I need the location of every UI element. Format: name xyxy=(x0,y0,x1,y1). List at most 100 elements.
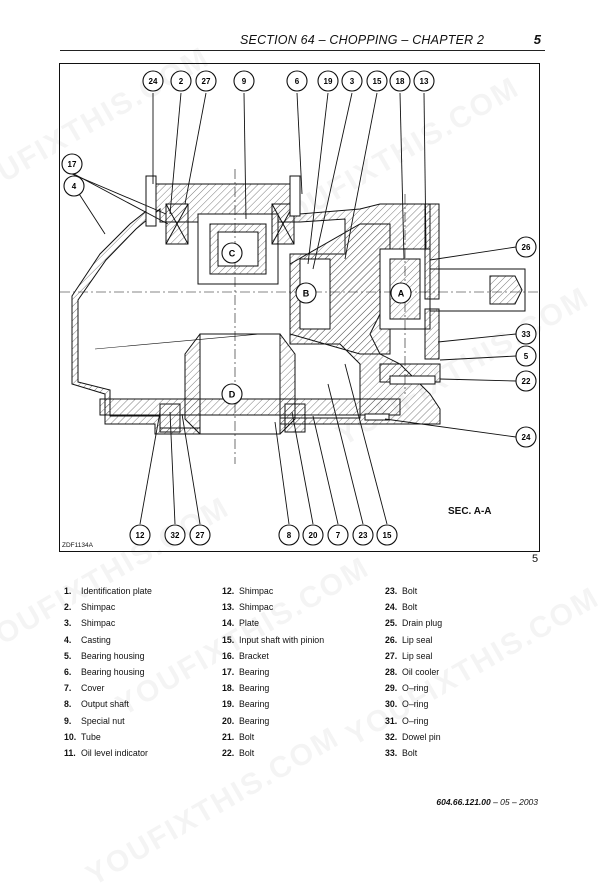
legend-item: 11.Oil level indicator xyxy=(64,747,148,758)
legend-column: 1.Identification plate 2.Shimpac 3.Shimp… xyxy=(64,586,152,764)
legend-item: 6.Bearing housing xyxy=(64,666,145,677)
callout: 26 xyxy=(515,236,537,258)
legend-item: 15.Input shaft with pinion xyxy=(222,634,325,645)
page-header: SECTION 64 – CHOPPING – CHAPTER 2 5 xyxy=(60,32,545,53)
callout: 18 xyxy=(389,70,411,92)
figure-code: ZDF1134A xyxy=(62,542,93,549)
legend-item: 5.Bearing housing xyxy=(64,650,145,661)
leader-lines xyxy=(71,92,517,525)
svg-text:4: 4 xyxy=(72,182,77,191)
callout: 6 xyxy=(286,70,308,92)
svg-text:17: 17 xyxy=(68,160,77,169)
legend-item: 10.Tube xyxy=(64,731,101,742)
callout: 20 xyxy=(302,524,324,546)
callout: 5 xyxy=(515,345,537,367)
svg-text:27: 27 xyxy=(202,77,211,86)
watermark: YOUFIXTHIS.COM xyxy=(341,581,600,754)
callout: 17 xyxy=(61,153,83,175)
legend-item: 17.Bearing xyxy=(222,666,270,677)
callout: 24 xyxy=(142,70,164,92)
callout: 9 xyxy=(233,70,255,92)
legend-item: 12.Shimpac xyxy=(222,586,274,596)
svg-text:12: 12 xyxy=(136,531,145,540)
svg-text:5: 5 xyxy=(524,352,529,361)
legend-item: 9.Special nut xyxy=(64,715,125,726)
callout: 2 xyxy=(170,70,192,92)
legend-item: 14.Plate xyxy=(222,618,260,629)
legend-item: 29.O–ring xyxy=(385,683,429,694)
callout: 12 xyxy=(129,524,151,546)
document-code: 604.66.121.00 xyxy=(436,797,491,807)
svg-text:15: 15 xyxy=(373,77,382,86)
legend-item: 2.Shimpac xyxy=(64,602,116,613)
legend-item: 24.Bolt xyxy=(385,602,418,613)
legend-item: 4.Casting xyxy=(64,634,111,645)
callout: 15 xyxy=(376,524,398,546)
callout: 7 xyxy=(327,524,349,546)
gearbox-drawing: C B A D xyxy=(60,70,539,546)
callout: 27 xyxy=(189,524,211,546)
legend-item: 22.Bolt xyxy=(222,747,255,758)
svg-text:8: 8 xyxy=(287,531,292,540)
callout: 24 xyxy=(515,426,537,448)
legend-item: 19.Bearing xyxy=(222,699,270,710)
svg-text:20: 20 xyxy=(309,531,318,540)
svg-text:22: 22 xyxy=(522,377,531,386)
section-title: SECTION 64 – CHOPPING – CHAPTER 2 xyxy=(240,33,485,47)
svg-text:24: 24 xyxy=(522,433,531,442)
legend-column: 23.Bolt 24.Bolt 25.Drain plug 26.Lip sea… xyxy=(385,586,442,764)
svg-text:13: 13 xyxy=(420,77,429,86)
legend-item: 8.Output shaft xyxy=(64,699,129,710)
legend-item: 3.Shimpac xyxy=(64,618,116,629)
figure-number: 5 xyxy=(532,553,539,565)
svg-text:33: 33 xyxy=(522,330,531,339)
svg-text:15: 15 xyxy=(383,531,392,540)
cross-section-figure: C B A D xyxy=(59,63,540,552)
legend-item: 16.Bracket xyxy=(222,650,269,661)
svg-text:7: 7 xyxy=(336,531,341,540)
legend-item: 23.Bolt xyxy=(385,586,418,596)
document-footer: 604.66.121.00 – 05 – 2003 xyxy=(436,797,538,807)
legend-item: 25.Drain plug xyxy=(385,618,443,629)
callout: 4 xyxy=(63,175,85,197)
callout: 15 xyxy=(366,70,388,92)
legend-item: 33.Bolt xyxy=(385,747,418,758)
callout: 27 xyxy=(195,70,217,92)
legend-item: 7.Cover xyxy=(64,683,105,694)
legend-item: 13.Shimpac xyxy=(222,602,274,613)
svg-text:19: 19 xyxy=(324,77,333,86)
document-date: – 05 – 2003 xyxy=(490,797,538,807)
page-number: 5 xyxy=(533,32,541,47)
svg-text:3: 3 xyxy=(350,77,355,86)
legend-item: 1.Identification plate xyxy=(64,586,152,596)
callout: 8 xyxy=(278,524,300,546)
section-b-label: B xyxy=(303,289,310,299)
svg-text:26: 26 xyxy=(522,243,531,252)
section-a-label: A xyxy=(398,289,405,299)
section-view-label: SEC. A-A xyxy=(448,506,492,517)
legend-item: 26.Lip seal xyxy=(385,634,433,645)
callout: 19 xyxy=(317,70,339,92)
section-c-label: C xyxy=(229,249,236,259)
header-rule xyxy=(60,50,545,51)
svg-text:9: 9 xyxy=(242,77,247,86)
callout: 13 xyxy=(413,70,435,92)
legend-item: 30.O–ring xyxy=(385,699,429,710)
legend-item: 20.Bearing xyxy=(222,715,270,726)
callout: 33 xyxy=(515,323,537,345)
legend-column: 12.Shimpac 13.Shimpac 14.Plate 15.Input … xyxy=(222,586,324,764)
callout: 32 xyxy=(164,524,186,546)
legend-item: 28.Oil cooler xyxy=(385,666,440,677)
callout: 23 xyxy=(352,524,374,546)
part-callouts: 24 2 27 9 6 19 3 15 18 13 17 4 26 33 5 2… xyxy=(61,70,537,546)
housing-drawing xyxy=(71,175,526,435)
svg-text:23: 23 xyxy=(359,531,368,540)
legend-item: 27.Lip seal xyxy=(385,650,433,661)
legend-item: 31.O–ring xyxy=(385,715,429,726)
svg-text:24: 24 xyxy=(149,77,158,86)
svg-text:32: 32 xyxy=(171,531,180,540)
svg-text:18: 18 xyxy=(396,77,405,86)
legend-item: 32.Dowel pin xyxy=(385,731,441,742)
section-markers: C B A D xyxy=(221,242,412,405)
legend-item: 21.Bolt xyxy=(222,731,255,742)
